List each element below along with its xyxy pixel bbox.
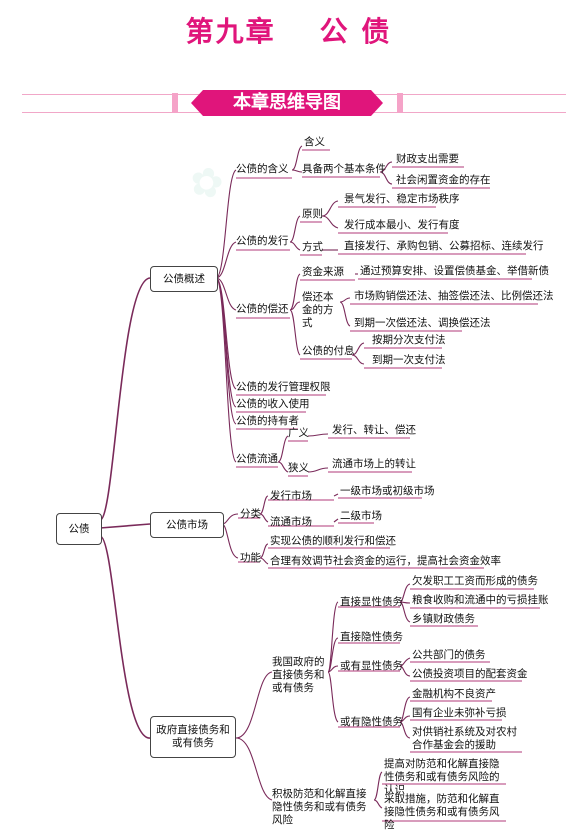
node-prevent-2: 采取措施，防范和化解直接隐性债务和或有债务风险 bbox=[384, 793, 500, 831]
mind-map-banner: 本章思维导图 bbox=[191, 90, 383, 116]
banner-stripe-right bbox=[397, 93, 403, 113]
node-principle-2: 发行成本最小、发行有度 bbox=[344, 219, 460, 231]
node-fund-source: 资金来源 bbox=[302, 266, 344, 278]
node-issue-principle: 原则 bbox=[302, 208, 323, 220]
section-market: 公债市场 bbox=[150, 512, 224, 538]
node-ce-1: 公共部门的债务 bbox=[412, 649, 486, 661]
chapter-topic: 公 债 bbox=[319, 15, 392, 48]
node-narrow: 狭义 bbox=[288, 462, 309, 474]
node-authority: 公债的发行管理权限 bbox=[236, 381, 331, 393]
chapter-number: 第九章 bbox=[185, 15, 276, 48]
node-repay: 公债的偿还 bbox=[236, 303, 289, 315]
node-contingent-explicit: 或有显性债务 bbox=[340, 660, 403, 672]
chapter-title: 第九章 公 债 bbox=[0, 10, 577, 50]
node-meaning-def: 含义 bbox=[304, 136, 325, 148]
node-contingent-implicit: 或有隐性债务 bbox=[340, 716, 403, 728]
node-interest: 公债的付息 bbox=[302, 345, 355, 357]
node-prevent: 积极防范和化解直接隐性债务和或有债务风险 bbox=[272, 788, 367, 826]
node-broad: 广义 bbox=[288, 427, 309, 439]
node-function-2: 合理有效调节社会资金的运行，提高社会资金效率 bbox=[270, 555, 501, 567]
node-conditions: 具备两个基本条件 bbox=[302, 163, 386, 175]
root-to-market bbox=[99, 523, 151, 529]
node-usage: 公债的收入使用 bbox=[236, 398, 310, 410]
node-repay-1: 市场购销偿还法、抽签偿还法、比例偿还法 bbox=[354, 290, 554, 302]
banner-stripe-left bbox=[172, 93, 178, 113]
node-broad-1: 发行、转让、偿还 bbox=[332, 424, 416, 436]
node-ce-2: 公债投资项目的配套资金 bbox=[412, 668, 528, 680]
node-interest-2: 到期一次支付法 bbox=[372, 354, 446, 366]
node-direct-implicit: 直接隐性债务 bbox=[340, 631, 403, 643]
node-issue: 公债的发行 bbox=[236, 235, 289, 247]
node-ci-1: 金融机构不良资产 bbox=[412, 688, 496, 700]
node-primary-market: 发行市场 bbox=[270, 490, 312, 502]
node-holders: 公债的持有者 bbox=[236, 415, 299, 427]
node-classify: 分类 bbox=[240, 508, 261, 520]
node-gov-types: 我国政府的直接债务和或有债务 bbox=[272, 656, 325, 694]
section-gov-debt: 政府直接债务和或有债务 bbox=[150, 716, 236, 758]
node-issue-method: 方式 bbox=[302, 241, 323, 253]
node-direct-explicit: 直接显性债务 bbox=[340, 596, 403, 608]
node-de-2: 粮食收购和流通中的亏损挂账 bbox=[412, 594, 549, 606]
node-source-1: 通过预算安排、设置偿债基金、举借新债 bbox=[360, 265, 549, 277]
node-repay-method: 偿还本金的方式 bbox=[302, 291, 334, 329]
node-secondary-market: 流通市场 bbox=[270, 516, 312, 528]
node-de-1: 欠发职工工资而形成的债务 bbox=[412, 575, 538, 587]
node-secondary-value: 二级市场 bbox=[340, 510, 382, 522]
node-repay-2: 到期一次偿还法、调换偿还法 bbox=[354, 317, 491, 329]
node-cond-1: 财政支出需要 bbox=[396, 153, 459, 165]
node-de-3: 乡镇财政债务 bbox=[412, 613, 475, 625]
node-function-1: 实现公债的顺利发行和偿还 bbox=[270, 535, 396, 547]
node-function: 功能 bbox=[240, 552, 261, 564]
node-meaning: 公债的含义 bbox=[236, 163, 289, 175]
section-overview: 公债概述 bbox=[150, 266, 218, 292]
node-ci-3: 对供销社系统及对农村合作基金会的援助 bbox=[412, 726, 517, 751]
node-ci-2: 国有企业未弥补亏损 bbox=[412, 707, 507, 719]
root-node: 公债 bbox=[56, 513, 102, 545]
node-cond-2: 社会闲置资金的存在 bbox=[396, 174, 491, 186]
node-circulation: 公债流通 bbox=[236, 453, 278, 465]
node-prevent-1: 提高对防范和化解直接隐性债务和或有债务风险的认识 bbox=[384, 758, 500, 796]
node-principle-1: 景气发行、稳定市场秩序 bbox=[344, 193, 460, 205]
root-to-gov bbox=[99, 535, 151, 739]
node-primary-value: 一级市场或初级市场 bbox=[340, 485, 435, 497]
node-narrow-1: 流通市场上的转让 bbox=[332, 458, 416, 470]
node-method-1: 直接发行、承购包销、公募招标、连续发行 bbox=[344, 240, 544, 252]
root-to-overview bbox=[99, 277, 151, 521]
node-interest-1: 按期分次支付法 bbox=[372, 334, 446, 346]
